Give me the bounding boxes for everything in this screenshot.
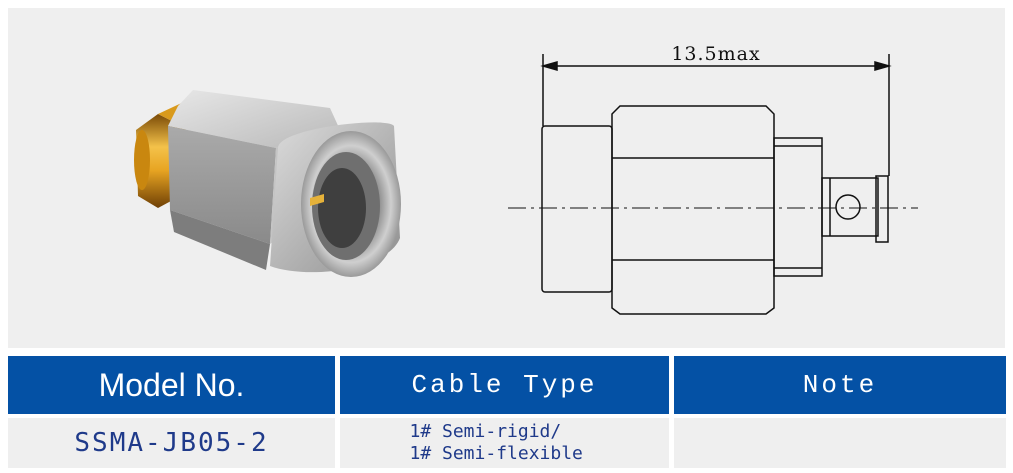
- gold-cable-end-face: [134, 130, 150, 190]
- hex-body-bottom-face: [170, 210, 270, 270]
- solder-hole: [835, 194, 861, 220]
- header-model-no: Model No.: [8, 356, 335, 414]
- cable-type-line-2: 1# Semi-flexible: [409, 443, 583, 464]
- note-cell: [674, 418, 1006, 468]
- cable-type-line-1: 1# Semi-rigid/: [409, 421, 562, 442]
- technical-drawing: [508, 54, 918, 315]
- header-cable-type: Cable Type: [340, 356, 669, 414]
- dimension-arrow-right: [874, 61, 892, 71]
- connector-photo: [134, 90, 401, 277]
- dimension-label: 13.5max: [671, 43, 760, 65]
- cable-type-cell: 1# Semi-rigid/ 1# Semi-flexible: [340, 418, 669, 468]
- spec-table: Model No. Cable Type Note SSMA-JB05-2 1#…: [8, 356, 1006, 468]
- cable-terminal-outline: [821, 177, 879, 237]
- dimension-arrow-left: [540, 61, 558, 71]
- hex-body-top-face: [168, 90, 340, 148]
- center-pin: [310, 194, 324, 206]
- coupling-nut-bore: [318, 168, 366, 248]
- hex-body-side-face: [168, 126, 276, 244]
- connector-body-outline: [541, 125, 613, 293]
- product-figure: 13.5max: [134, 43, 918, 315]
- product-figure-panel: 13.5max: [8, 8, 1005, 348]
- hex-nut-outline: [611, 105, 775, 315]
- model-number-cell: SSMA-JB05-2: [8, 418, 335, 468]
- cable-terminal-flange: [875, 175, 889, 243]
- rear-sleeve-outline: [773, 137, 823, 277]
- header-note: Note: [674, 356, 1006, 414]
